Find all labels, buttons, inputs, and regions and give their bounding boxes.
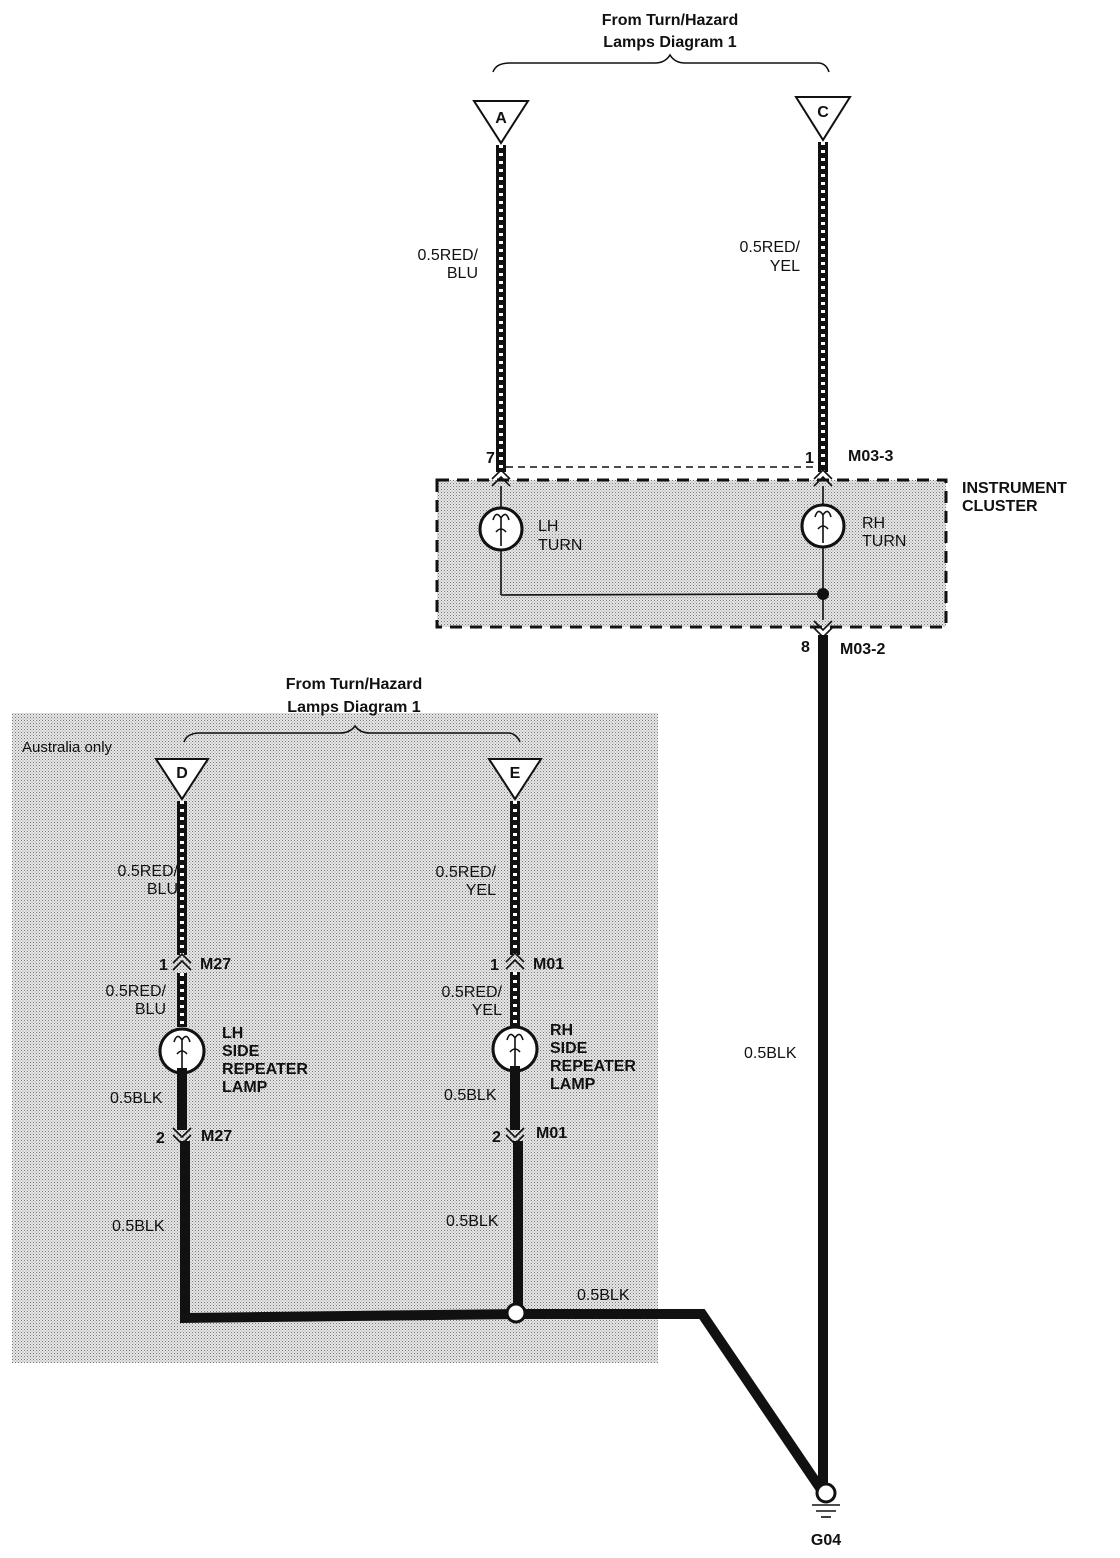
wire-a-label-1: 0.5RED/ bbox=[418, 247, 479, 264]
australia-only-region bbox=[12, 713, 658, 1363]
wire-rh-lamp-out-label: 0.5BLK bbox=[444, 1087, 497, 1104]
top-source-label-2: Lamps Diagram 1 bbox=[603, 34, 736, 51]
lh-turn-lamp-icon bbox=[478, 486, 524, 595]
connector-a: A bbox=[472, 100, 530, 145]
instrument-cluster-box bbox=[435, 478, 948, 629]
connector-e: E bbox=[487, 758, 543, 801]
rh-side-label-3: REPEATER bbox=[550, 1058, 636, 1075]
lh-side-label-3: REPEATER bbox=[222, 1061, 308, 1078]
wire-lh-ground-label: 0.5BLK bbox=[112, 1218, 165, 1235]
pin-chevron-m01-top bbox=[505, 951, 525, 970]
splice-point bbox=[505, 1302, 527, 1324]
wire-e2-label-1: 0.5RED/ bbox=[442, 984, 503, 1001]
cluster-label-2: CLUSTER bbox=[962, 498, 1038, 515]
wire-cluster-ground-label: 0.5BLK bbox=[744, 1045, 797, 1062]
ground-id: G04 bbox=[811, 1532, 841, 1549]
connector-m01-top: M01 bbox=[533, 956, 564, 973]
cluster-label-1: INSTRUMENT bbox=[962, 480, 1067, 497]
connector-m03-3: M03-3 bbox=[848, 448, 893, 465]
connector-c: C bbox=[794, 96, 852, 142]
top-source-bracket bbox=[492, 53, 830, 73]
pin-m27-top: 1 bbox=[159, 957, 168, 974]
wire-splice-out-label: 0.5BLK bbox=[577, 1287, 630, 1304]
wire-a-label-2: BLU bbox=[447, 265, 478, 282]
wire-e-label-1: 0.5RED/ bbox=[436, 864, 497, 881]
pin-m27-bottom: 2 bbox=[156, 1130, 165, 1147]
lh-turn-label-2: TURN bbox=[538, 537, 582, 554]
cluster-junction-dot bbox=[817, 588, 829, 600]
pin-m03-left: 7 bbox=[486, 450, 495, 467]
bottom-source-bracket bbox=[183, 724, 521, 743]
lh-side-label-4: LAMP bbox=[222, 1079, 268, 1096]
lh-side-label-1: LH bbox=[222, 1025, 243, 1042]
rh-side-label-1: RH bbox=[550, 1022, 573, 1039]
lh-side-label-2: SIDE bbox=[222, 1043, 260, 1060]
wire-c-label-2: YEL bbox=[770, 258, 800, 275]
rh-turn-label-1: RH bbox=[862, 515, 885, 532]
pin-chevron-m03-left bbox=[491, 468, 511, 487]
pin-chevron-m27-top bbox=[172, 952, 192, 971]
wire-rh-ground-label: 0.5BLK bbox=[446, 1213, 499, 1230]
connector-m27-top: M27 bbox=[200, 956, 231, 973]
rh-side-label-4: LAMP bbox=[550, 1076, 596, 1093]
rh-turn-lamp-icon bbox=[800, 486, 846, 620]
pin-m01-top: 1 bbox=[490, 957, 499, 974]
connector-d: D bbox=[154, 758, 210, 801]
lh-side-repeater-lamp-icon bbox=[158, 1027, 206, 1075]
wire-d-label-1: 0.5RED/ bbox=[118, 863, 179, 880]
bottom-source-label-2: Lamps Diagram 1 bbox=[287, 699, 420, 716]
wire-c-label-1: 0.5RED/ bbox=[740, 239, 801, 256]
rh-side-label-2: SIDE bbox=[550, 1040, 588, 1057]
rh-side-repeater-lamp-icon bbox=[491, 1025, 539, 1073]
wire-d-label-2: BLU bbox=[147, 881, 178, 898]
pin-m03-right: 1 bbox=[805, 450, 814, 467]
connector-m27-bottom: M27 bbox=[201, 1128, 232, 1145]
svg-text:A: A bbox=[495, 110, 507, 127]
wire-d2-label-1: 0.5RED/ bbox=[106, 983, 167, 1000]
cluster-internal-wire bbox=[500, 593, 824, 596]
ground-icon bbox=[812, 1482, 840, 1518]
svg-text:E: E bbox=[510, 765, 521, 782]
wire-black-lh-ground bbox=[180, 1141, 522, 1324]
svg-text:D: D bbox=[176, 765, 188, 782]
pin-m01-bottom: 2 bbox=[492, 1129, 501, 1146]
rh-turn-label-2: TURN bbox=[862, 533, 906, 550]
connector-m03-2: M03-2 bbox=[840, 641, 885, 658]
pin-m03-ground: 8 bbox=[801, 639, 810, 656]
region-note: Australia only bbox=[22, 739, 113, 756]
wire-e-label-2: YEL bbox=[466, 882, 496, 899]
connector-m01-bottom: M01 bbox=[536, 1125, 567, 1142]
svg-text:C: C bbox=[817, 104, 829, 121]
top-source-label-1: From Turn/Hazard bbox=[602, 12, 739, 29]
bottom-source-label-1: From Turn/Hazard bbox=[286, 676, 423, 693]
lh-turn-label-1: LH bbox=[538, 518, 558, 535]
wire-d2-label-2: BLU bbox=[135, 1001, 166, 1018]
pin-chevron-m03-right bbox=[813, 468, 833, 487]
wire-e2-label-2: YEL bbox=[472, 1002, 502, 1019]
wire-lh-lamp-out-label: 0.5BLK bbox=[110, 1090, 163, 1107]
wire-black-splice-out bbox=[511, 1309, 825, 1492]
